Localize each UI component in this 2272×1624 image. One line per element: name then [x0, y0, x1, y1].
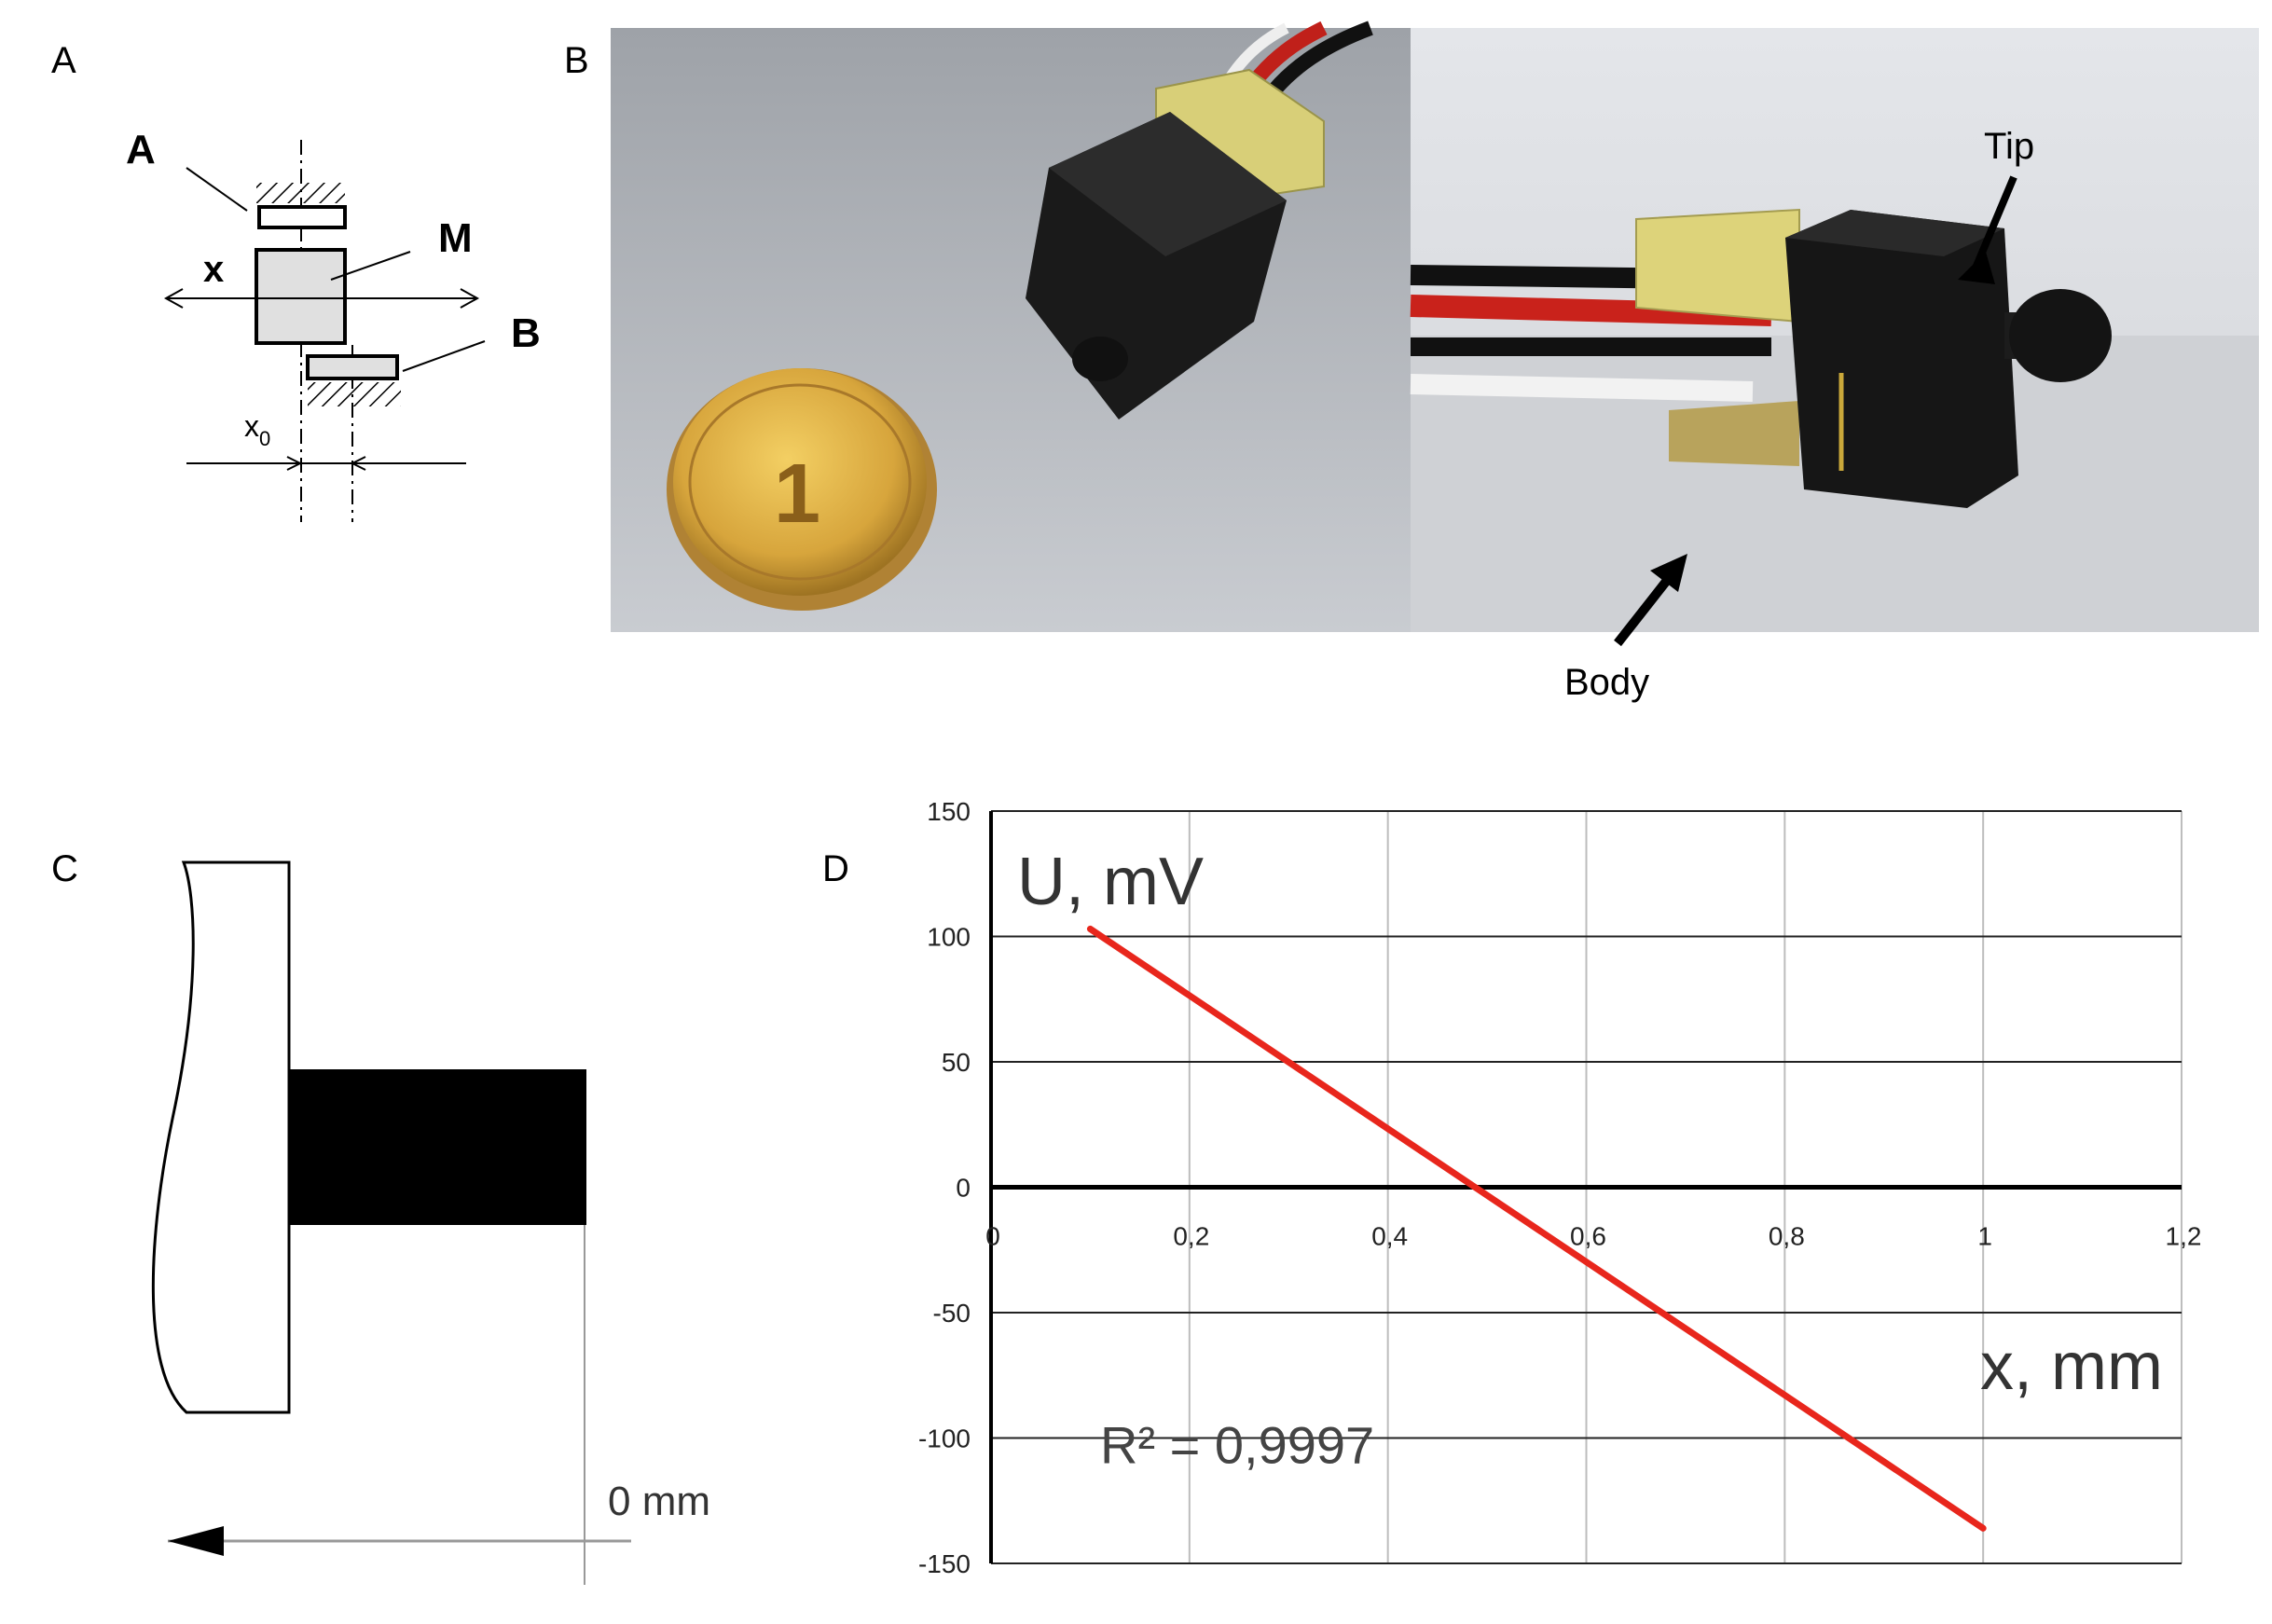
ground-hatch-b	[308, 382, 401, 406]
coin	[673, 368, 927, 596]
magnet-a	[257, 205, 347, 229]
sensor-tip-block	[290, 1069, 586, 1225]
label-x: x	[203, 249, 224, 290]
sensor-body-top	[1785, 210, 2004, 256]
x-tick-label: 1	[1977, 1222, 1992, 1251]
label-zero-mm: 0 mm	[608, 1479, 710, 1524]
label-b: B	[511, 310, 541, 356]
label-x0: x0	[244, 409, 270, 450]
r2-annotation: R² = 0,9997	[1100, 1415, 1374, 1474]
photo-sensor-side-view: Tip	[1410, 28, 2259, 647]
panel-a-letter: A	[51, 40, 76, 81]
y-tick-label: -150	[918, 1549, 971, 1578]
panel-a: A A M x B x0	[51, 40, 541, 522]
y-axis-title: U, mV	[1017, 845, 1204, 919]
series-line	[1086, 925, 1987, 1532]
y-tick-label: 0	[956, 1174, 971, 1203]
direction-arrowhead	[168, 1526, 224, 1556]
leader-a	[186, 167, 248, 212]
x0-arrowhead-2	[350, 456, 366, 471]
panel-d-letter: D	[822, 848, 849, 889]
leader-m	[330, 251, 411, 281]
tip-arrow-shaft	[1971, 175, 2017, 272]
label-m: M	[438, 215, 473, 261]
magnet-b	[306, 354, 399, 380]
panel-b: B 1	[564, 21, 2259, 703]
ground-hatch-a	[256, 183, 345, 203]
series-point	[1087, 926, 1094, 932]
panel-d: D 150 100 50 0 -50 -100 -150 0 0,2 0,4 0,6 0,8 1 1,2 U…	[822, 797, 2201, 1578]
panel-c-letter: C	[51, 848, 78, 889]
chart: 150 100 50 0 -50 -100 -150 0 0,2 0,4 0,6 0,8 1 1,2 U, …	[918, 797, 2202, 1578]
coin-rim	[688, 383, 912, 581]
sensor-tip	[1072, 337, 1128, 381]
arrowhead-right	[460, 288, 480, 309]
body-arrow-shaft	[1614, 574, 1673, 647]
coin-digit: 1	[774, 447, 820, 541]
sensor-housing-top	[1049, 112, 1287, 256]
x-tick-label: 0,8	[1769, 1222, 1805, 1251]
mass-m	[255, 248, 347, 345]
label-a: A	[126, 127, 156, 172]
wire-white-side	[1410, 374, 1754, 402]
body-arrowhead	[1650, 554, 1687, 592]
circuit-board-upper	[1635, 208, 1800, 323]
x-tick-label: 0,4	[1371, 1222, 1408, 1251]
y-tick-label: 150	[927, 797, 971, 826]
y-tick-label: 100	[927, 923, 971, 952]
x0-arrowhead-1	[286, 456, 303, 471]
circuit-board-lower	[1669, 401, 1799, 466]
panel-c: C 0 mm	[51, 848, 710, 1585]
tip-arrowhead	[1958, 252, 1995, 284]
label-body: Body	[1564, 662, 1649, 703]
panel-b-letter: B	[564, 40, 589, 81]
label-tip: Tip	[1984, 126, 2034, 167]
y-tick-label: -100	[918, 1424, 971, 1453]
x-tick-label: 1,2	[2166, 1222, 2202, 1251]
y-tick-label: 50	[942, 1048, 971, 1077]
leader-b	[402, 340, 486, 372]
series-point	[1980, 1525, 1987, 1532]
arrowhead-left	[163, 288, 184, 309]
photo-sensor-with-coin: 1	[611, 21, 1411, 632]
x-tick-label: 0,6	[1570, 1222, 1606, 1251]
y-tick-label: -50	[933, 1299, 971, 1328]
sensor-tip-ball	[2009, 289, 2112, 382]
sensor-body-outline	[151, 860, 291, 1414]
x-tick-label: 0	[985, 1222, 1000, 1251]
x-axis-title: x, mm	[1980, 1329, 2163, 1404]
x-tick-label: 0,2	[1173, 1222, 1209, 1251]
